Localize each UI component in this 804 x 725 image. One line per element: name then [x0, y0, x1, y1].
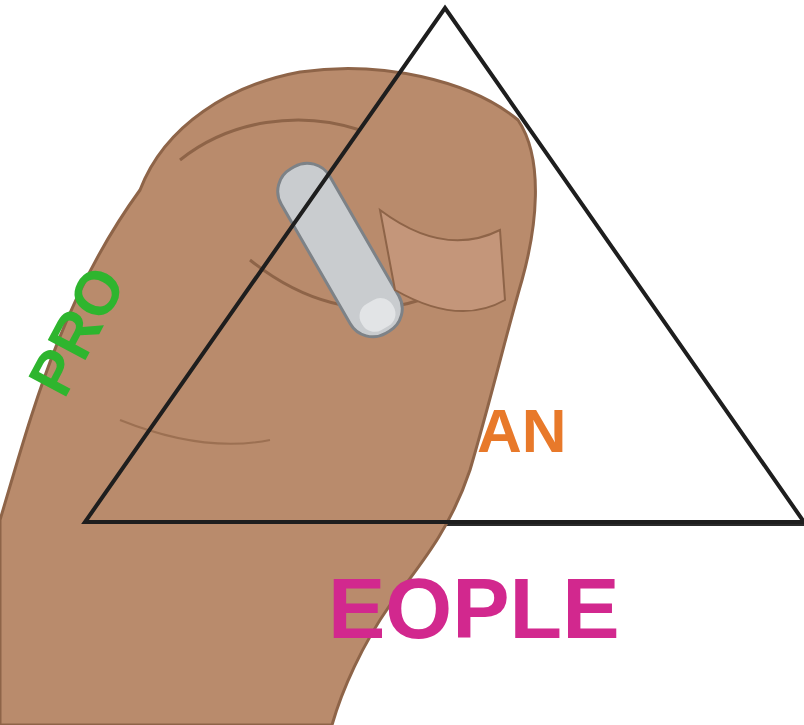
people-label: EOPLE	[328, 565, 620, 651]
triangle-shape: AN	[85, 8, 804, 524]
node-text: AN	[477, 400, 567, 462]
triangle-outline	[85, 8, 804, 524]
